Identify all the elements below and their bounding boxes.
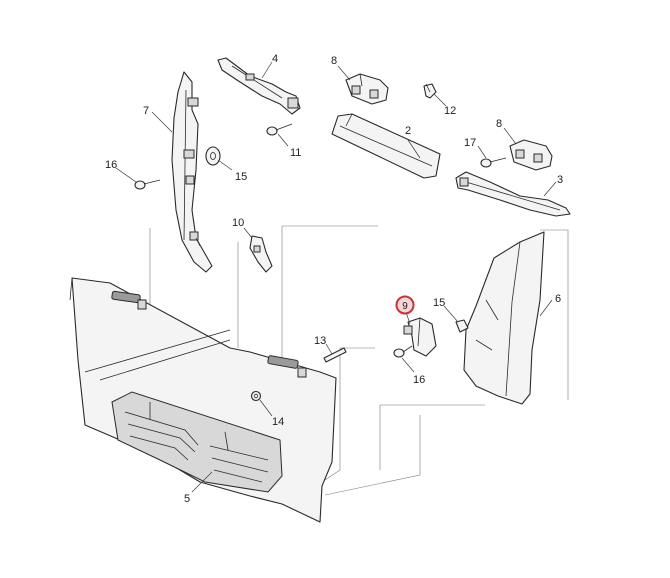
part-8-block-upper[interactable] bbox=[345, 73, 389, 105]
leader-lines bbox=[115, 61, 557, 493]
callout-16-left[interactable]: 16 bbox=[105, 159, 117, 171]
part-15-pin-right[interactable] bbox=[455, 319, 469, 333]
callout-2[interactable]: 2 bbox=[405, 125, 411, 137]
callout-12[interactable]: 12 bbox=[444, 105, 456, 117]
callout-10[interactable]: 10 bbox=[232, 217, 244, 229]
callout-4[interactable]: 4 bbox=[272, 53, 278, 65]
part-12-pin[interactable] bbox=[423, 83, 437, 99]
callout-8-right[interactable]: 8 bbox=[496, 118, 502, 130]
callout-8-upper[interactable]: 8 bbox=[331, 55, 337, 67]
callout-labels: 2 3 4 5 6 7 8 8 9 10 11 12 13 14 15 15 1… bbox=[105, 53, 563, 505]
fasteners bbox=[134, 83, 507, 402]
callout-3[interactable]: 3 bbox=[557, 174, 563, 186]
part-13-pin[interactable] bbox=[323, 347, 347, 363]
assembly-guides bbox=[99, 225, 569, 496]
callout-6[interactable]: 6 bbox=[555, 293, 561, 305]
part-16-screw-right[interactable] bbox=[393, 345, 413, 358]
part-2-cross-member[interactable] bbox=[331, 113, 441, 179]
callout-11[interactable]: 11 bbox=[290, 147, 301, 159]
selected-part-ring bbox=[395, 295, 415, 315]
part-15-washer-left[interactable] bbox=[205, 146, 221, 166]
part-3-bracket[interactable] bbox=[455, 171, 571, 217]
callout-9-highlighted[interactable]: 9 bbox=[395, 295, 415, 315]
part-9-bracket[interactable] bbox=[403, 317, 437, 357]
callout-9[interactable]: 9 bbox=[402, 301, 408, 312]
part-8-block-right[interactable] bbox=[509, 139, 553, 171]
part-5-bumper-cover[interactable] bbox=[69, 277, 337, 523]
part-17-screw[interactable] bbox=[480, 157, 507, 168]
callout-17[interactable]: 17 bbox=[464, 137, 476, 149]
callout-15-left[interactable]: 15 bbox=[235, 171, 247, 183]
callout-7[interactable]: 7 bbox=[143, 105, 149, 117]
part-14-nut[interactable] bbox=[250, 390, 262, 402]
part-4-bracket[interactable] bbox=[217, 57, 301, 115]
callout-16-right[interactable]: 16 bbox=[413, 374, 425, 386]
callout-14[interactable]: 14 bbox=[272, 416, 284, 428]
callout-15-right[interactable]: 15 bbox=[433, 297, 445, 309]
callout-5[interactable]: 5 bbox=[184, 493, 190, 505]
part-16-screw-left[interactable] bbox=[134, 179, 161, 190]
part-10-clip[interactable] bbox=[249, 235, 273, 273]
part-6-side-cover[interactable] bbox=[463, 231, 545, 405]
part-11-screw[interactable] bbox=[266, 123, 293, 136]
part-7-left-bracket[interactable] bbox=[171, 71, 213, 273]
callout-13[interactable]: 13 bbox=[314, 335, 326, 347]
